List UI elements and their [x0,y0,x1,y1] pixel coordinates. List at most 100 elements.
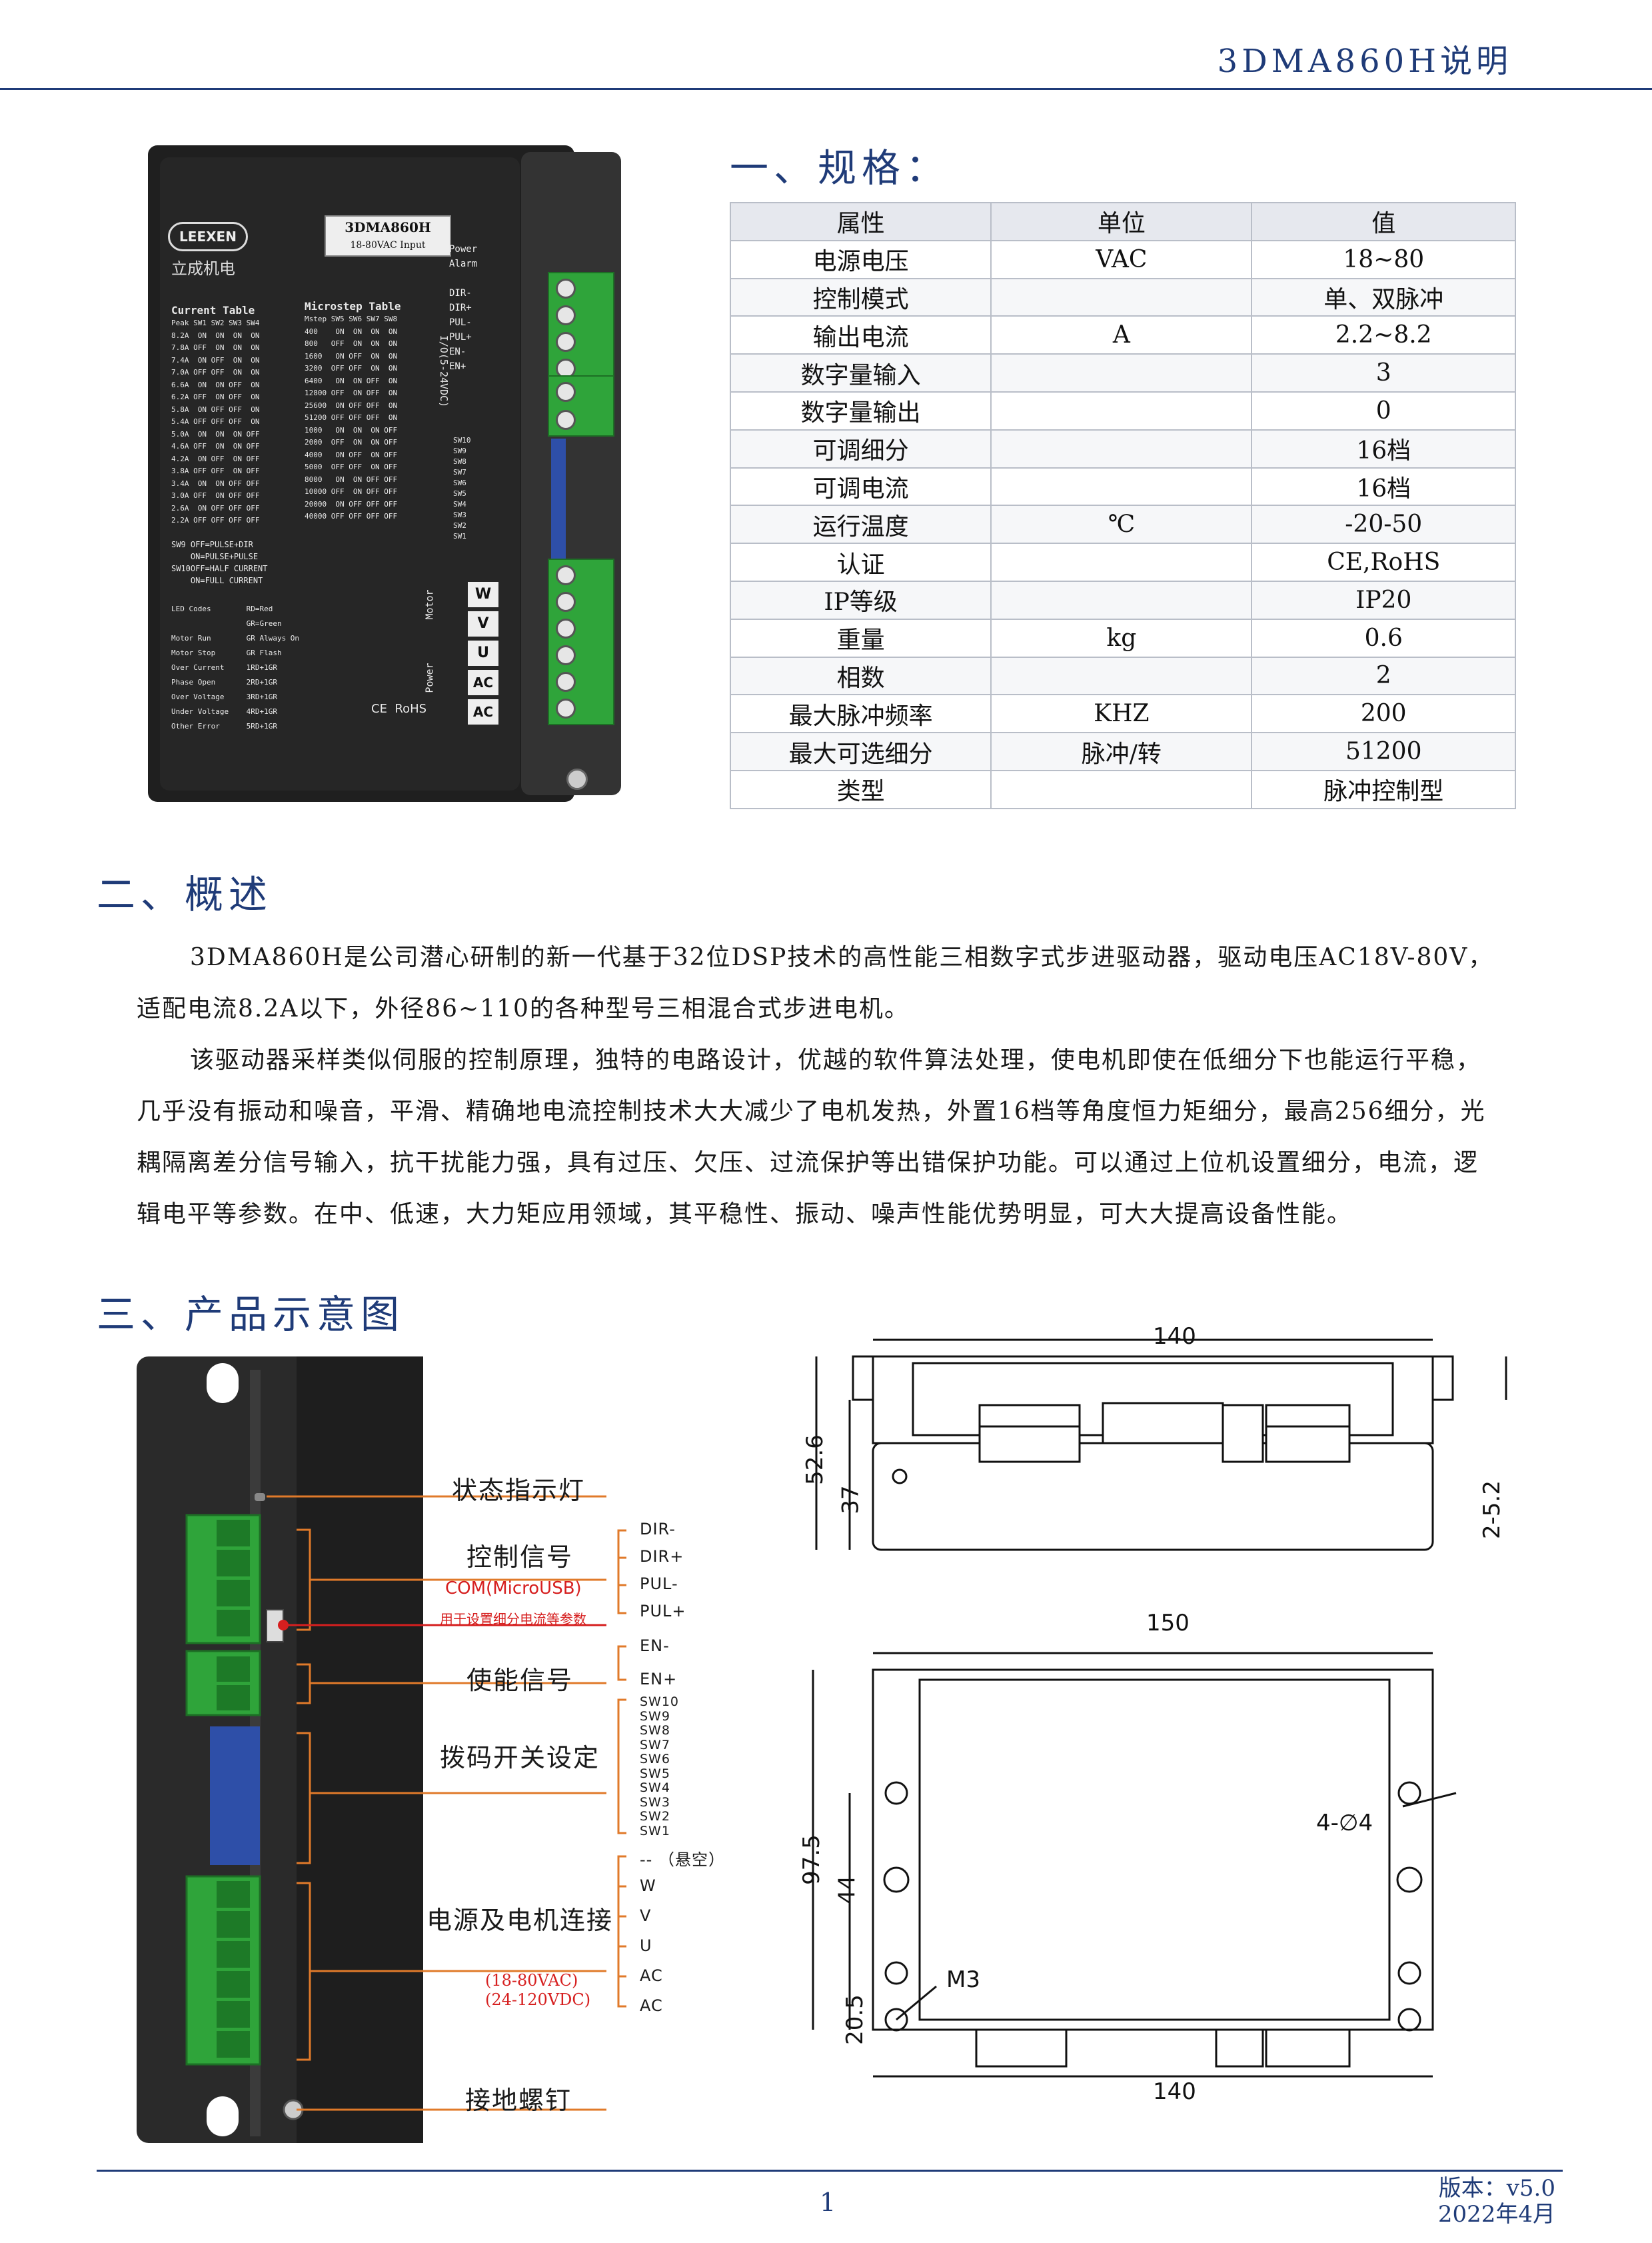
dim-top-width: 140 [1153,1323,1196,1350]
cell-unit: ℃ [990,505,1253,545]
brand-logo: LEEXEN [168,222,248,251]
dim-hole-spacing: 44 [834,1875,861,1904]
dimension-drawing [812,1338,1507,2078]
pin-u: U [640,1936,652,1955]
current-table-title: Current Table [171,304,255,317]
cell-unit: A [990,315,1253,355]
version-label: 版本：v5.0 [1438,2175,1555,2202]
cell-unit: kg [990,618,1253,658]
pin-ac-2: AC [640,1996,663,2015]
microstep-table-title: Microstep Table [305,300,401,313]
diagram-heading: 三、产品示意图 [97,1292,405,1337]
cell-attr: 电源电压 [729,239,992,279]
label-power-range-2: (24-120VDC) [485,1990,591,2009]
pin-brackets [617,1529,626,2008]
pin-sw9: SW9 [640,1708,670,1724]
model-label: 3DMA860H 18-80VAC Input [325,215,451,257]
cell-value: 单、双脉冲 [1251,277,1516,317]
cell-value: 200 [1251,694,1516,734]
cell-attr: 相数 [729,656,992,696]
dim-flange: 2-5.2 [1478,1480,1505,1539]
cell-value: 0 [1251,391,1516,431]
version-info: 版本：v5.0 2022年4月 [1437,2175,1555,2228]
table-row: 运行温度℃-20-50 [729,505,1516,545]
overview-heading: 二、概述 [97,872,273,917]
cell-value: -20-50 [1251,505,1516,545]
led-codes: LED Codes RD=Red GR=Green Motor Run GR A… [171,605,300,731]
pin-sw10: SW10 [640,1694,680,1709]
label-com: COM(MicroUSB) [445,1578,582,1598]
version-date: 2022年4月 [1437,2201,1555,2228]
spec-heading: 一、规格： [730,145,950,191]
brand-name-cn: 立成机电 [171,259,235,278]
cell-unit [990,277,1253,317]
io-voltage-label: I/O(5-24VDC) [438,335,450,408]
dim-front-width: 150 [1146,1610,1190,1636]
pin-sw1: SW1 [640,1823,670,1838]
terminal-ac2: AC [468,699,498,725]
io-terminal-block [548,272,614,387]
motor-terminal-labels: W V U AC AC [468,582,498,725]
pin-sw8: SW8 [640,1723,670,1738]
cell-attr: 可调细分 [729,429,992,469]
dim-bottom-width: 140 [1153,2078,1196,2105]
terminal-v: V [468,611,498,637]
pin-dir-minus: DIR- [640,1520,676,1538]
pin-sw4: SW4 [640,1780,670,1795]
dim-hole-offset: 20.5 [841,1994,868,2045]
cell-unit [990,353,1253,393]
enable-terminal-block [548,375,614,437]
terminal-ac1: AC [468,670,498,695]
pin-sw5: SW5 [640,1766,670,1781]
pin-en-minus: EN- [640,1636,670,1655]
pin-sw7: SW7 [640,1737,670,1752]
pin-nc: -- （悬空） [640,1850,725,1869]
label-enable-signal: 使能信号 [466,1666,574,1695]
label-control-signal: 控制信号 [466,1542,574,1572]
pin-w: W [640,1876,656,1895]
pin-v: V [640,1906,652,1925]
table-row: 类型脉冲控制型 [729,769,1516,809]
cell-attr: 输出电流 [729,315,992,355]
cell-value: 16档 [1251,429,1516,469]
pin-pul-minus: PUL- [640,1574,678,1593]
driver-side-view [137,1356,606,2143]
cell-attr: 数字量输出 [729,391,992,431]
pin-sw2: SW2 [640,1809,670,1824]
dim-height-body: 37 [837,1485,864,1514]
page-number: 1 [820,2188,836,2217]
sw-pin-list: SW10 SW9 SW8 SW7 SW6 SW5 SW4 SW3 SW2 SW1 [640,1695,679,1838]
pin-ac-1: AC [640,1966,663,1985]
pin-en-plus: EN+ [640,1670,678,1688]
label-dip-switch: 拨码开关设定 [440,1743,600,1772]
cell-unit: VAC [990,239,1253,279]
table-row: 可调细分 16档 [729,429,1516,469]
cell-attr: 运行温度 [729,505,992,545]
cert-marks: CE RoHS [371,702,427,716]
overview-paragraph-2: 该驱动器采样类似伺服的控制原理，独特的电路设计，优越的软件算法处理，使电机即使在… [137,1047,1486,1228]
ground-screw-icon [566,769,588,790]
col-unit: 单位 [990,202,1253,241]
cell-value: 脉冲控制型 [1251,769,1516,809]
cell-unit [990,543,1253,582]
cell-value: 16档 [1251,467,1516,507]
driver-photo: LEEXEN 立成机电 3DMA860H 18-80VAC Input Curr… [148,145,628,807]
col-value: 值 [1251,202,1516,241]
control-pin-list: DIR- DIR+ PUL- PUL+ [640,1520,686,1629]
motor-side-label: Motor [423,589,436,620]
cell-unit: 脉冲/转 [990,732,1253,771]
cell-unit [990,656,1253,696]
dim-screw-label: M3 [946,1966,980,1993]
cell-unit [990,467,1253,507]
table-row: 控制模式单、双脉冲 [729,277,1516,317]
power-side-label: Power [423,663,436,693]
cell-value: CE,RoHS [1251,543,1516,582]
terminal-u: U [468,641,498,666]
pin-sw6: SW6 [640,1752,670,1766]
